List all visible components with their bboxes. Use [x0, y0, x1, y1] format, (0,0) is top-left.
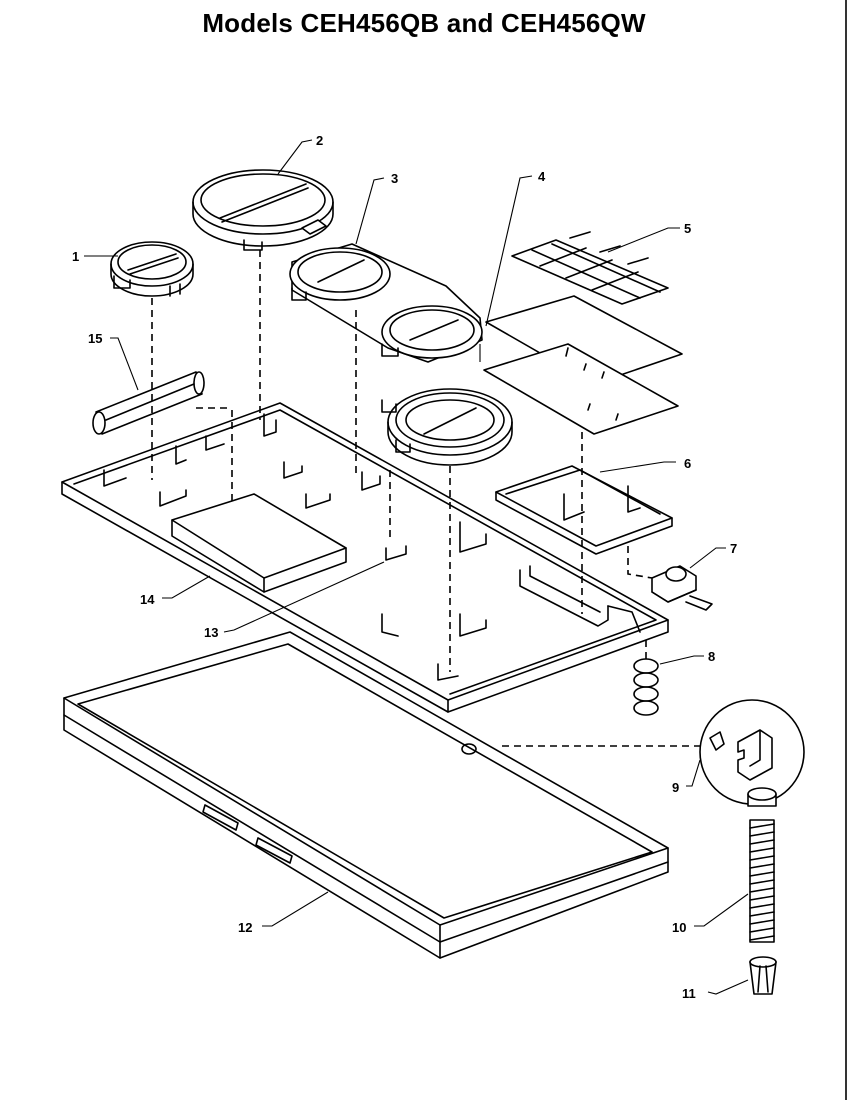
part-8-spring: [633, 658, 659, 716]
callout-6: 6: [684, 456, 691, 471]
assembly-dashed-lines: [151, 250, 700, 747]
part-5-support-grate: [511, 231, 669, 305]
diagram-title: Models CEH456QB and CEH456QW: [202, 8, 646, 38]
part-3-dual-element: [289, 243, 483, 363]
callout-9: 9: [672, 780, 679, 795]
part-15-indicator-light: [92, 371, 205, 435]
callout-4: 4: [538, 169, 546, 184]
callout-1: 1: [72, 249, 79, 264]
part-9-clip-detail: [699, 699, 805, 805]
callout-8: 8: [708, 649, 715, 664]
callout-12: 12: [238, 920, 252, 935]
callout-2: 2: [316, 133, 323, 148]
part-14-top-panel: [61, 402, 669, 713]
callout-leaders: [84, 139, 749, 995]
callout-5: 5: [684, 221, 691, 236]
callout-11: 11: [682, 986, 696, 1001]
part-10-leveling-screw: [747, 787, 777, 943]
part-2-large-element: [192, 169, 334, 251]
callout-13: 13: [204, 625, 218, 640]
part-1-small-element: [110, 241, 194, 297]
callout-14: 14: [140, 592, 155, 607]
part-12-burner-box: [63, 631, 669, 959]
callout-labels: 1 2 3 4 5 6 7 8 9 10 11 12 13 14 15: [72, 133, 737, 1001]
part-7-switch: [651, 565, 713, 611]
part-13-element: [381, 388, 513, 466]
part-6-control-bracket: [495, 465, 673, 555]
part-11-foot: [749, 956, 777, 995]
part-4-element-shield: [483, 295, 683, 435]
callout-3: 3: [391, 171, 398, 186]
callout-7: 7: [730, 541, 737, 556]
callout-10: 10: [672, 920, 686, 935]
callout-15: 15: [88, 331, 102, 346]
